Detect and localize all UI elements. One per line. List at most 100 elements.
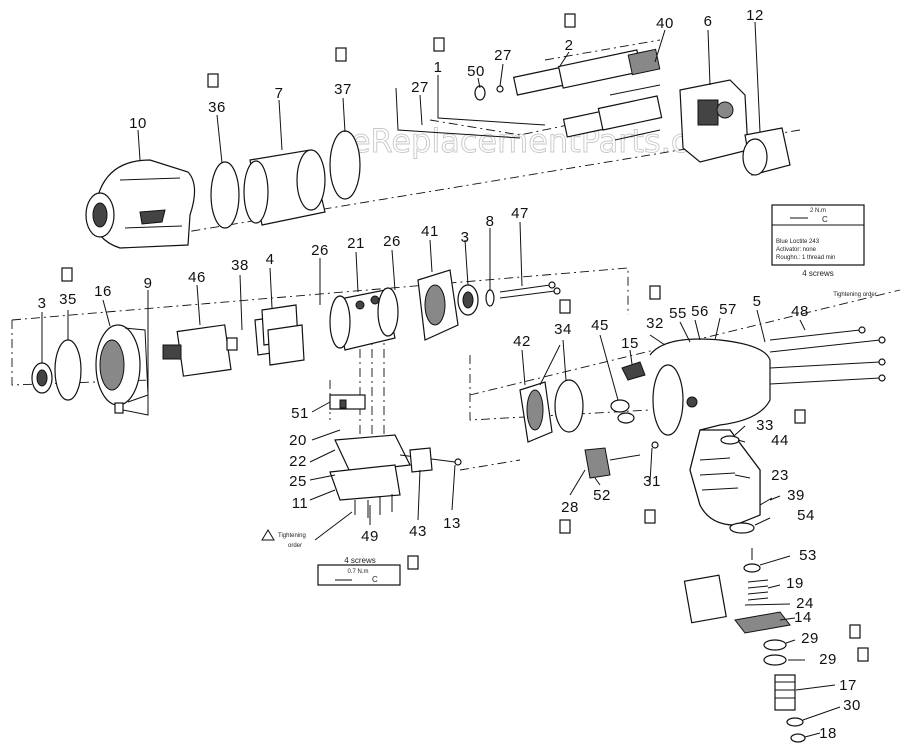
part-30-oring xyxy=(786,717,804,727)
torque-wrench-glyph-bottom: C xyxy=(372,575,378,584)
callout-14: 14 xyxy=(794,609,812,626)
callout-25: 25 xyxy=(289,473,307,490)
part-18-cap xyxy=(790,733,806,743)
part-51-valve-body xyxy=(329,394,366,410)
callout-36: 36 xyxy=(208,99,226,116)
callout-15: 15 xyxy=(621,335,639,352)
watermark: eReplacementParts.com xyxy=(351,122,739,160)
part-44-seal xyxy=(720,435,740,445)
callout-26-right: 26 xyxy=(383,233,401,250)
callout-27-mid: 27 xyxy=(411,79,429,96)
part-48-bolts xyxy=(769,326,886,385)
callout-22: 22 xyxy=(289,453,307,470)
callout-3-right: 3 xyxy=(461,229,470,246)
torque-note-line-3: Roughn.: 1 thread min xyxy=(776,255,835,261)
callout-leader-lines xyxy=(41,21,841,738)
part-8-ring xyxy=(485,289,495,307)
torque-note-line-1: Blue Loctite 243 xyxy=(776,239,820,245)
callout-9: 9 xyxy=(144,275,153,292)
part-14-deflector xyxy=(734,611,791,634)
callout-17: 17 xyxy=(839,677,857,694)
callout-35: 35 xyxy=(59,291,77,308)
callout-37: 37 xyxy=(334,81,352,98)
callout-38: 38 xyxy=(231,257,249,274)
callout-27-top: 27 xyxy=(494,47,512,64)
part-43-rod xyxy=(399,447,462,473)
part-36-ring xyxy=(210,161,240,229)
callout-labels: 1 2 3 3 4 5 6 7 8 9 10 11 12 13 14 15 16… xyxy=(38,7,861,742)
part-41-front-plate xyxy=(417,269,459,341)
part-12-cap xyxy=(742,127,791,176)
part-31-pin xyxy=(651,441,659,449)
part-50-ring xyxy=(474,85,486,101)
callout-24: 24 xyxy=(796,595,814,612)
callout-46: 46 xyxy=(188,269,206,286)
part-25-valve-block xyxy=(329,434,411,501)
part-3-bearing-left xyxy=(31,362,53,394)
callout-41: 41 xyxy=(421,223,439,240)
callout-47: 47 xyxy=(511,205,529,222)
grease-symbols xyxy=(61,13,869,662)
callout-16: 16 xyxy=(94,283,112,300)
part-55-handle-housing xyxy=(649,338,771,526)
part-39-pin xyxy=(759,497,773,506)
callout-7: 7 xyxy=(275,85,284,102)
callout-3-left: 3 xyxy=(38,295,47,312)
callout-57: 57 xyxy=(719,301,737,318)
tightening-order-note: Tightening order xyxy=(261,511,353,549)
callout-56: 56 xyxy=(691,303,709,320)
part-53-valve xyxy=(743,548,761,573)
callout-18: 18 xyxy=(819,725,837,742)
callout-12: 12 xyxy=(746,7,764,24)
part-47-bolts xyxy=(499,281,561,299)
part-7-sleeve xyxy=(243,149,326,226)
callout-52: 52 xyxy=(593,487,611,504)
part-15-button xyxy=(621,361,646,381)
callout-8: 8 xyxy=(486,213,495,230)
torque-value-bottom: 0.7 N.m xyxy=(347,569,368,575)
part-29-washer-a xyxy=(763,639,787,651)
part-19-spring xyxy=(747,579,769,601)
part-46-rotor xyxy=(162,324,238,377)
callout-40: 40 xyxy=(656,15,674,32)
callout-48: 48 xyxy=(791,303,809,320)
callout-29-b: 29 xyxy=(819,651,837,668)
callout-28: 28 xyxy=(561,499,579,516)
callout-11: 11 xyxy=(292,495,309,512)
part-45-regulator xyxy=(610,399,635,424)
part-21-cylinder xyxy=(329,287,399,351)
callout-5: 5 xyxy=(753,293,762,310)
part-10-housing xyxy=(85,159,196,249)
part-17-inlet xyxy=(774,674,796,711)
part-52-trigger xyxy=(584,447,641,479)
callout-43: 43 xyxy=(409,523,427,540)
part-6-hammer-cage xyxy=(679,79,749,163)
callout-51: 51 xyxy=(291,405,309,422)
screws-count-top: 4 screws xyxy=(802,269,834,278)
callout-21: 21 xyxy=(347,235,365,252)
callout-19: 19 xyxy=(786,575,804,592)
part-42-plate xyxy=(519,381,553,443)
part-27-pin xyxy=(496,85,504,93)
callout-49: 49 xyxy=(361,528,379,545)
callout-54: 54 xyxy=(797,507,815,524)
callout-53: 53 xyxy=(799,547,817,564)
callout-26-left: 26 xyxy=(311,242,329,259)
callout-34: 34 xyxy=(554,321,572,338)
part-49-screws xyxy=(354,494,393,518)
callout-32: 32 xyxy=(646,315,664,332)
part-29-washer-b xyxy=(763,654,787,666)
callout-44: 44 xyxy=(771,432,789,449)
callout-30: 30 xyxy=(843,697,861,714)
part-40-shaft xyxy=(562,84,663,141)
callout-42: 42 xyxy=(513,333,531,350)
torque-note-line-2: Activator: none xyxy=(776,247,817,253)
part-34-ring xyxy=(554,379,584,433)
tightening-label-1: Tightening xyxy=(278,533,306,539)
torque-value-top: 2 N.m xyxy=(810,208,826,214)
part-54-seat xyxy=(729,522,755,534)
part-16-end-plate xyxy=(95,324,149,414)
callout-23: 23 xyxy=(771,467,789,484)
callout-50: 50 xyxy=(467,63,485,80)
